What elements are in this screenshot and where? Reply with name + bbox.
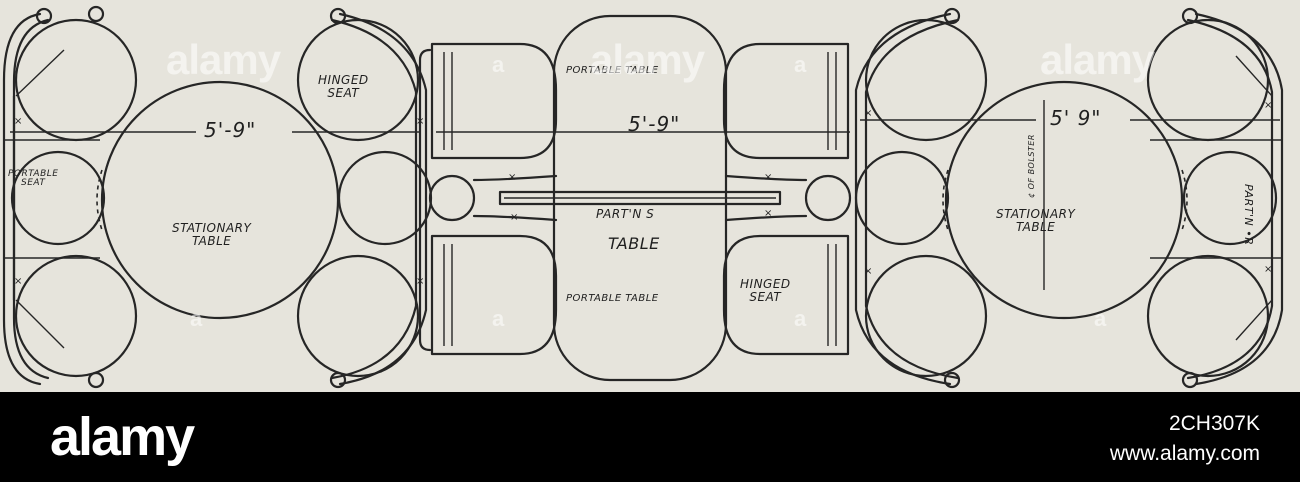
right-post xyxy=(804,174,852,222)
right-bench-bottom xyxy=(722,234,850,356)
footer-bar: alamy 2CH307K www.alamy.com xyxy=(0,392,1300,482)
portable-seat-label: PORTABLE SEAT xyxy=(8,169,59,189)
left-seat-top xyxy=(14,18,138,142)
partition-r-label: PART'N •R xyxy=(1242,184,1255,246)
right-inner-knob-bottom xyxy=(943,371,961,389)
hinged-seat-label-top: HINGED SEAT xyxy=(318,73,369,100)
left-inner-knob-bottom xyxy=(329,371,347,389)
bolster-label: ¢ OF BOLSTER xyxy=(1027,134,1036,198)
x-mark: × xyxy=(14,276,23,287)
right-sofa-inner xyxy=(1186,18,1274,380)
right-inner-sofa-arc xyxy=(854,12,952,386)
portable-table-label-bottom: PORTABLE TABLE xyxy=(566,293,659,304)
left-post-connectors xyxy=(472,174,558,222)
center-table-label: TABLE xyxy=(608,234,660,253)
left-post xyxy=(428,174,476,222)
x-mark: × xyxy=(510,212,519,223)
watermark-letter: a xyxy=(794,306,807,331)
x-mark: × xyxy=(416,116,425,127)
right-bench-backs xyxy=(827,52,837,346)
left-sofa-outer xyxy=(2,12,42,386)
portable-table-label-top: PORTABLE TABLE xyxy=(566,65,659,76)
left-portable-seat xyxy=(10,150,106,246)
left-seat-bottom xyxy=(14,254,138,378)
x-mark: × xyxy=(1264,264,1273,275)
x-mark: × xyxy=(764,208,773,219)
left-seat-braces xyxy=(15,49,65,349)
right-seat-top-a xyxy=(864,18,988,142)
x-mark: × xyxy=(764,172,773,183)
watermark-letter: a xyxy=(1094,306,1107,331)
watermark-logo: alamy xyxy=(590,36,705,83)
dimension-right: 5' 9" xyxy=(1050,106,1102,130)
left-inner-sofa-arc xyxy=(338,12,428,386)
floor-plan-lines xyxy=(2,5,1284,389)
x-mark: × xyxy=(416,276,425,287)
x-mark: × xyxy=(14,116,23,127)
left-bench-bottom xyxy=(430,234,558,356)
dimension-left: 5'-9" xyxy=(204,118,257,142)
right-bench-top xyxy=(722,42,850,160)
watermark-letter: a xyxy=(190,306,203,331)
right-seat-bottom-a xyxy=(864,254,988,378)
left-inner-sofa-arc2 xyxy=(330,18,418,380)
right-sofa-knob-bottom xyxy=(1181,371,1199,389)
right-sofa-outer xyxy=(1194,12,1284,386)
x-mark: × xyxy=(508,172,517,183)
left-sofa-inner xyxy=(12,18,50,380)
partition-s xyxy=(498,190,782,206)
left-sofa-knob-top xyxy=(35,7,53,25)
left-bench-top xyxy=(430,42,558,160)
watermark-letter: a xyxy=(794,52,807,77)
right-sofa-knob-top xyxy=(1181,7,1199,25)
left-booth-wall xyxy=(418,48,432,352)
right-seat-bottom-b xyxy=(1146,254,1270,378)
mid-seat-left xyxy=(337,150,433,246)
mid-seat-right xyxy=(854,150,950,246)
dimension-center: 5'-9" xyxy=(628,112,681,136)
right-seat-top-b xyxy=(1146,18,1270,142)
partition-s-label: PART'N S xyxy=(596,207,655,221)
stationary-table-label-left: STATIONARY TABLE xyxy=(172,221,252,248)
left-bench-backs xyxy=(443,52,453,346)
left-inner-knob-top xyxy=(329,7,347,25)
floor-plan-drawing: HINGED SEAT HINGED SEAT PORTABLE SEAT ST… xyxy=(0,0,1300,392)
image-id-text: 2CH307K xyxy=(1168,412,1260,435)
left-sofa-knob-top2 xyxy=(87,5,105,23)
x-mark: × xyxy=(864,266,873,277)
watermark-letter: a xyxy=(492,306,505,331)
brand-logo[interactable]: alamy xyxy=(50,407,195,467)
watermark-logo: alamy xyxy=(1040,36,1155,83)
watermark-letter: a xyxy=(492,52,505,77)
site-url-link[interactable]: www.alamy.com xyxy=(1109,442,1260,465)
right-inner-knob-top xyxy=(943,7,961,25)
right-end-seat xyxy=(1182,150,1278,246)
stationary-table-label-right: STATIONARY TABLE xyxy=(996,207,1076,234)
right-stationary-table xyxy=(944,80,1184,320)
hinged-seat-label-bottom: HINGED SEAT xyxy=(740,277,791,304)
watermark-logo: alamy xyxy=(166,36,281,83)
hinged-seat-bottom-left xyxy=(296,254,420,378)
x-mark: × xyxy=(864,108,873,119)
x-mark: × xyxy=(1264,100,1273,111)
right-post-connectors xyxy=(724,174,808,222)
right-seat-braces xyxy=(1235,55,1273,341)
right-inner-sofa-arc2 xyxy=(864,18,960,380)
